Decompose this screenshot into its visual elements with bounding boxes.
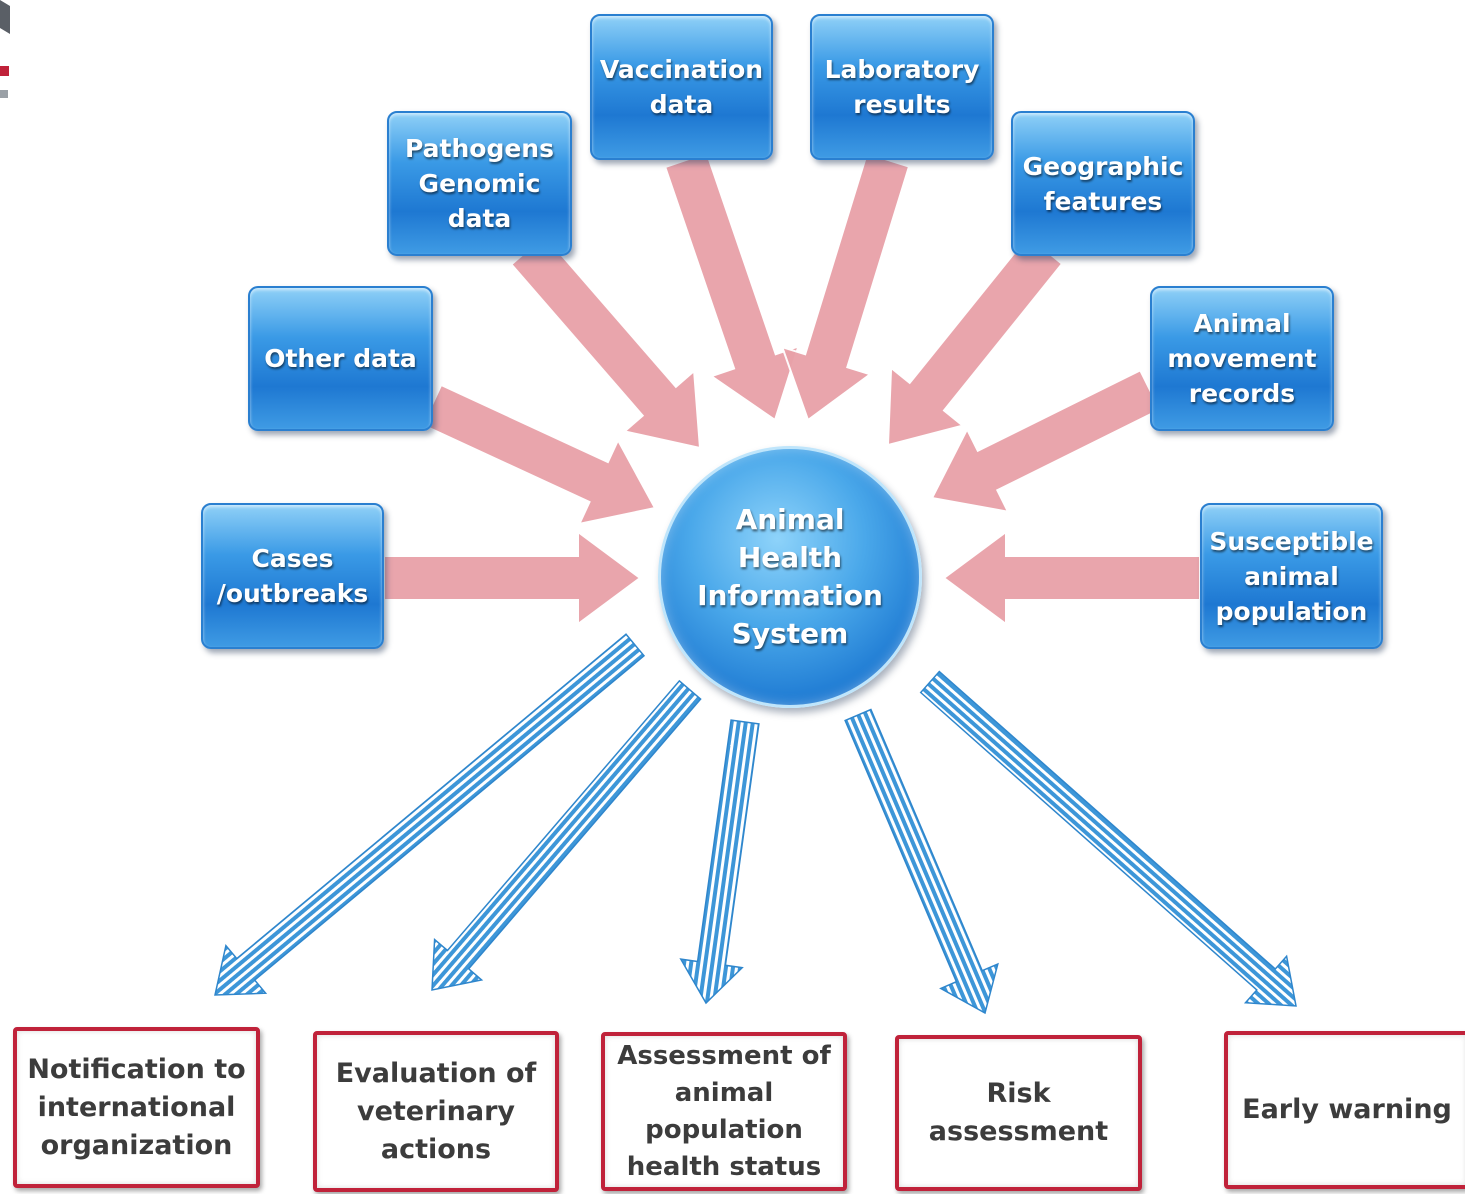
output-risk-assessment: Risk assessment (895, 1035, 1142, 1191)
input-cases-outbreaks: Cases /outbreaks (201, 503, 384, 649)
inflow-arrow-vaccination (663, 151, 800, 422)
outflow-arrow-notification (214, 633, 646, 996)
output-early-warning: Early warning (1224, 1031, 1465, 1189)
input-geographic-features: Geographic features (1011, 111, 1195, 256)
outflow-arrow-assessment (679, 719, 760, 1005)
logo-fragment (0, 0, 10, 98)
inflow-arrow-susceptible (942, 530, 1201, 626)
input-vaccination-data: Vaccination data (590, 14, 773, 160)
inflow-arrow-other (421, 383, 657, 526)
output-assessment: Assessment of animal population health s… (601, 1032, 847, 1191)
input-laboratory-results: Laboratory results (810, 14, 994, 160)
output-notification: Notification to international organizati… (13, 1027, 260, 1188)
outflow-arrow-evaluation (431, 679, 702, 991)
inflow-arrow-movement (930, 368, 1162, 514)
inflow-arrow-pathogens (509, 234, 702, 450)
output-evaluation: Evaluation of veterinary actions (313, 1031, 559, 1192)
input-other-data: Other data (248, 286, 433, 431)
input-susceptible-animal-population: Susceptible animal population (1200, 503, 1383, 649)
inflow-arrow-geographic (886, 234, 1064, 447)
input-animal-movement-records: Animal movement records (1150, 286, 1334, 431)
inflow-arrow-cases (383, 530, 642, 626)
hub-animal-health-information-system: Animal Health Information System (658, 446, 922, 708)
input-pathogens-genomic-data: Pathogens Genomic data (387, 111, 572, 256)
inflow-arrow-laboratory (780, 152, 911, 422)
outflow-arrow-early (919, 670, 1297, 1007)
outflow-arrow-risk (844, 708, 999, 1015)
